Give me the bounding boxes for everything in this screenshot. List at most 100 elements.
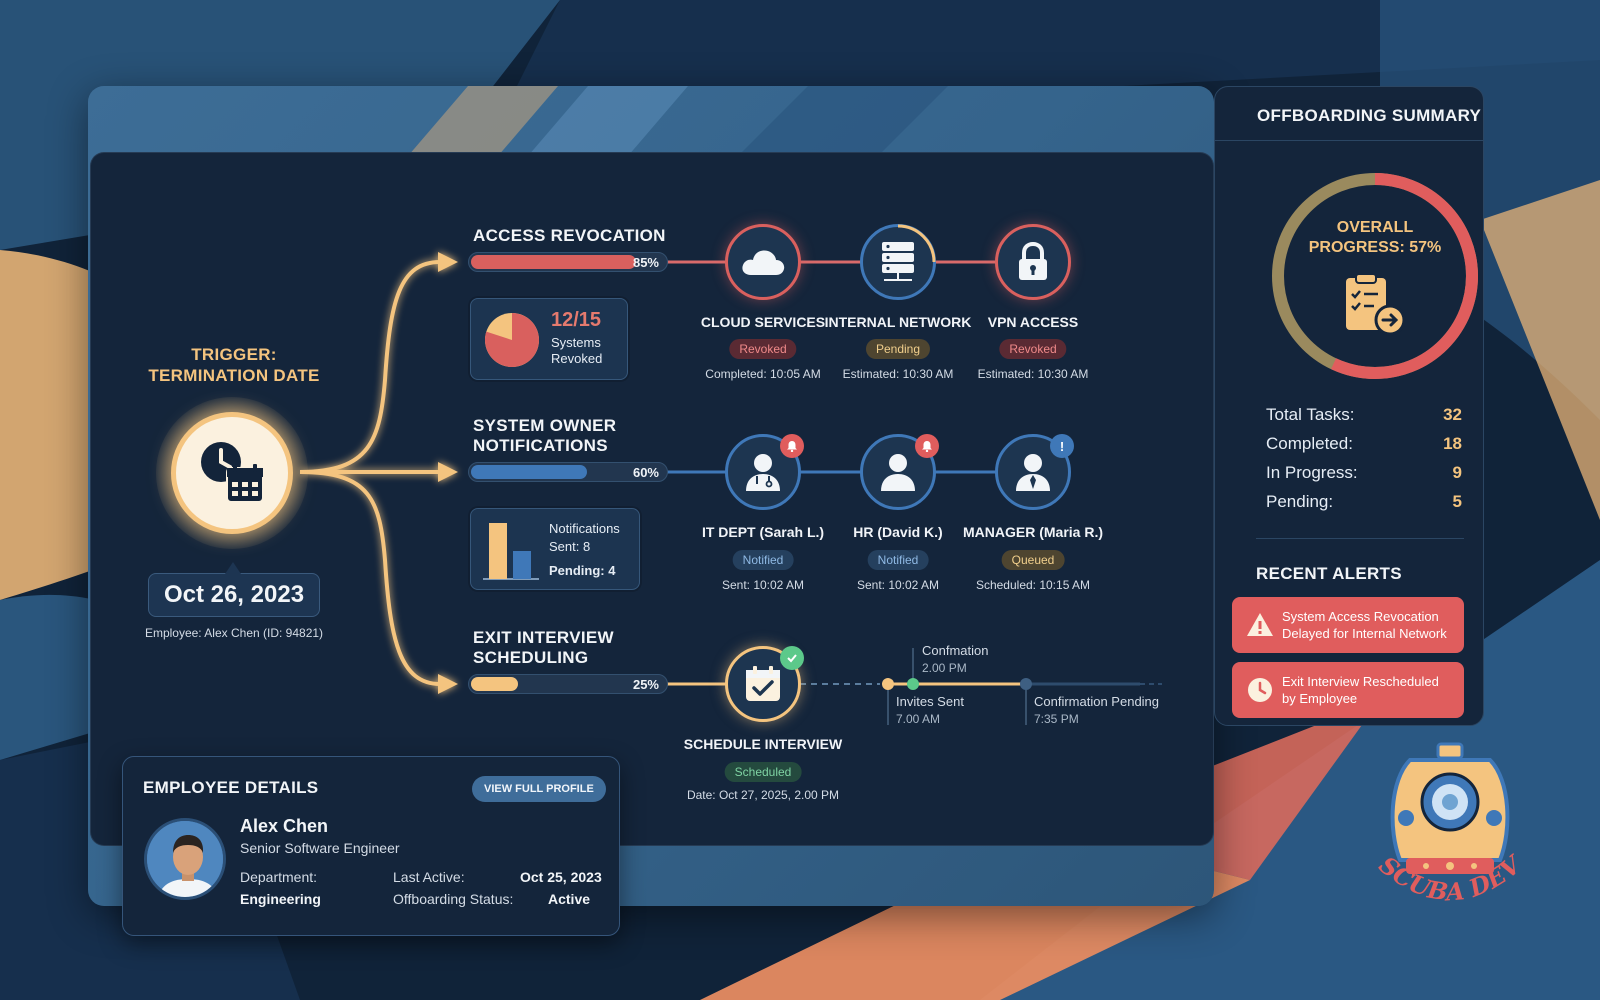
systems-revoked-card: 12/15 Systems Revoked: [470, 298, 628, 380]
node-it-dept[interactable]: [725, 434, 801, 510]
exit-interview-progress-fill: [471, 677, 518, 691]
employee-department-value: Engineering: [240, 891, 321, 907]
panel-header-stripes: [408, 86, 948, 156]
trigger-inner: [171, 412, 293, 534]
node-internal-network-label: INTERNAL NETWORK: [824, 314, 972, 330]
avatar[interactable]: [144, 818, 226, 900]
timeline-dot-invites: [907, 678, 919, 690]
trigger-node[interactable]: [156, 397, 308, 549]
employee-details-title: EMPLOYEE DETAILS: [143, 778, 319, 797]
trigger-title: TRIGGER: TERMINATION DATE: [134, 344, 334, 386]
lock-icon: [1019, 242, 1047, 280]
overall-progress-ring: [1272, 173, 1478, 379]
internal-network-ring: [897, 224, 936, 263]
overall-progress-arc: [1272, 173, 1478, 379]
user-icon: [881, 454, 915, 491]
stat-pending-label: Pending:: [1266, 492, 1334, 511]
employee-last-active-label: Last Active:: [393, 869, 465, 885]
stat-in-progress-label: In Progress:: [1266, 463, 1358, 482]
alert-access-delay-line2: Delayed for Internal Network: [1282, 626, 1447, 641]
node-hr-bell-badge: [915, 434, 939, 458]
bell-icon: [922, 441, 932, 452]
node-internal-network[interactable]: [860, 224, 936, 300]
timeline-invites-time: 7.00 AM: [896, 712, 941, 726]
node-hr-sub: Sent: 10:02 AM: [856, 578, 940, 592]
notifications-progress: 60%: [468, 462, 668, 482]
server-icon: [882, 242, 914, 281]
notifications-card-sent: Sent: 8: [549, 539, 591, 554]
stat-total-tasks: Total Tasks:32: [1266, 400, 1462, 429]
view-full-profile-button[interactable]: VIEW FULL PROFILE: [472, 776, 606, 802]
trigger-date: Oct 26, 2023: [163, 581, 305, 608]
clock-icon: [1248, 678, 1272, 702]
alert-access-delay-line1: System Access Revocation: [1282, 609, 1439, 624]
node-schedule-interview[interactable]: [725, 646, 801, 722]
exit-interview-progress-label: 25%: [632, 677, 659, 692]
node-cloud-services[interactable]: [725, 224, 801, 300]
node-schedule-check-badge: [780, 646, 804, 670]
node-internal-network-sub: Estimated: 10:30 AM: [842, 367, 954, 381]
notifications-title-line2: NOTIFICATIONS: [473, 436, 608, 455]
cloud-icon: [742, 250, 785, 275]
access-revocation-progress: 85%: [468, 252, 668, 272]
node-schedule-interview-label: SCHEDULE INTERVIEW: [683, 736, 843, 752]
node-hr[interactable]: [860, 434, 936, 510]
manager-icon: [1016, 454, 1050, 491]
node-it-dept-label: IT DEPT (Sarah L.): [701, 524, 825, 540]
alert-interview-rescheduled-line1: Exit Interview Rescheduled: [1282, 674, 1439, 689]
summary-stats: Total Tasks:32 Completed:18 In Progress:…: [1266, 400, 1462, 516]
timeline-confirmation-time: 2.00 PM: [922, 661, 967, 675]
notifications-title: SYSTEM OWNER NOTIFICATIONS: [473, 416, 616, 456]
node-manager-status: Queued: [1001, 550, 1065, 570]
recent-alerts-title: RECENT ALERTS: [1256, 564, 1402, 583]
notifications-card: Notifications Sent: 8 Pending: 4: [470, 508, 640, 590]
node-internal-network-status: Pending: [865, 339, 931, 359]
summary-title: OFFBOARDING SUMMARY: [1257, 106, 1482, 125]
node-manager-sub: Scheduled: 10:15 AM: [975, 578, 1091, 592]
node-schedule-interview-status: Scheduled: [724, 762, 802, 782]
node-vpn-access[interactable]: [995, 224, 1071, 300]
employee-role: Senior Software Engineer: [240, 840, 400, 856]
employee-status-value: Active: [548, 891, 591, 907]
exit-interview-title: EXIT INTERVIEW SCHEDULING: [473, 628, 614, 668]
node-manager-label: MANAGER (Maria R.): [962, 524, 1103, 540]
overall-progress-text: OVERALL PROGRESS: 57%: [1265, 218, 1485, 258]
calendar-check-icon: [746, 666, 780, 701]
notifications-progress-label: 60%: [632, 465, 659, 480]
node-it-dept-sub: Sent: 10:02 AM: [721, 578, 805, 592]
node-hr-status: Notified: [867, 550, 929, 570]
notifications-bar-chart: [483, 523, 539, 580]
notifications-bar-sent: [489, 523, 507, 579]
timeline-pending-time: 7:35 PM: [1034, 712, 1079, 726]
person-avatar-icon: [147, 821, 223, 897]
check-icon: [787, 654, 797, 663]
employee-department-label: Department:: [240, 869, 318, 885]
summary-divider-2: [1256, 538, 1464, 539]
stat-completed: Completed:18: [1266, 429, 1462, 458]
notifications-card-label: Notifications: [549, 521, 620, 536]
node-hr-label: HR (David K.): [853, 524, 943, 540]
trigger-employee-caption: Employee: Alex Chen (ID: 94821): [144, 626, 324, 640]
employee-status-label: Offboarding Status:: [393, 891, 514, 907]
bell-icon: [787, 441, 797, 452]
stat-total-tasks-value: 32: [1443, 405, 1462, 424]
access-revocation-progress-label: 85%: [632, 255, 659, 270]
access-revocation-title: ACCESS REVOCATION: [473, 226, 666, 245]
employee-name: Alex Chen: [240, 816, 329, 836]
timeline-confirmation-label: Confmation: [922, 643, 989, 658]
trigger-date-card: Oct 26, 2023: [148, 573, 320, 617]
access-revocation-progress-fill: [471, 255, 636, 269]
node-schedule-interview-sub: Date: Oct 27, 2025, 2.00 PM: [686, 788, 840, 802]
trigger-title-line1: TRIGGER:: [191, 345, 277, 364]
node-it-dept-bell-badge: [780, 434, 804, 458]
notifications-title-line1: SYSTEM OWNER: [473, 416, 617, 435]
node-it-dept-status: Notified: [732, 550, 794, 570]
systems-revoked-label-2: Revoked: [551, 351, 603, 366]
employee-last-active-value: Oct 25, 2023: [520, 869, 602, 885]
node-cloud-services-status: Revoked: [729, 339, 797, 359]
systems-revoked-label-1: Systems: [551, 335, 601, 350]
stat-completed-value: 18: [1443, 434, 1462, 453]
stat-pending: Pending:5: [1266, 487, 1462, 516]
